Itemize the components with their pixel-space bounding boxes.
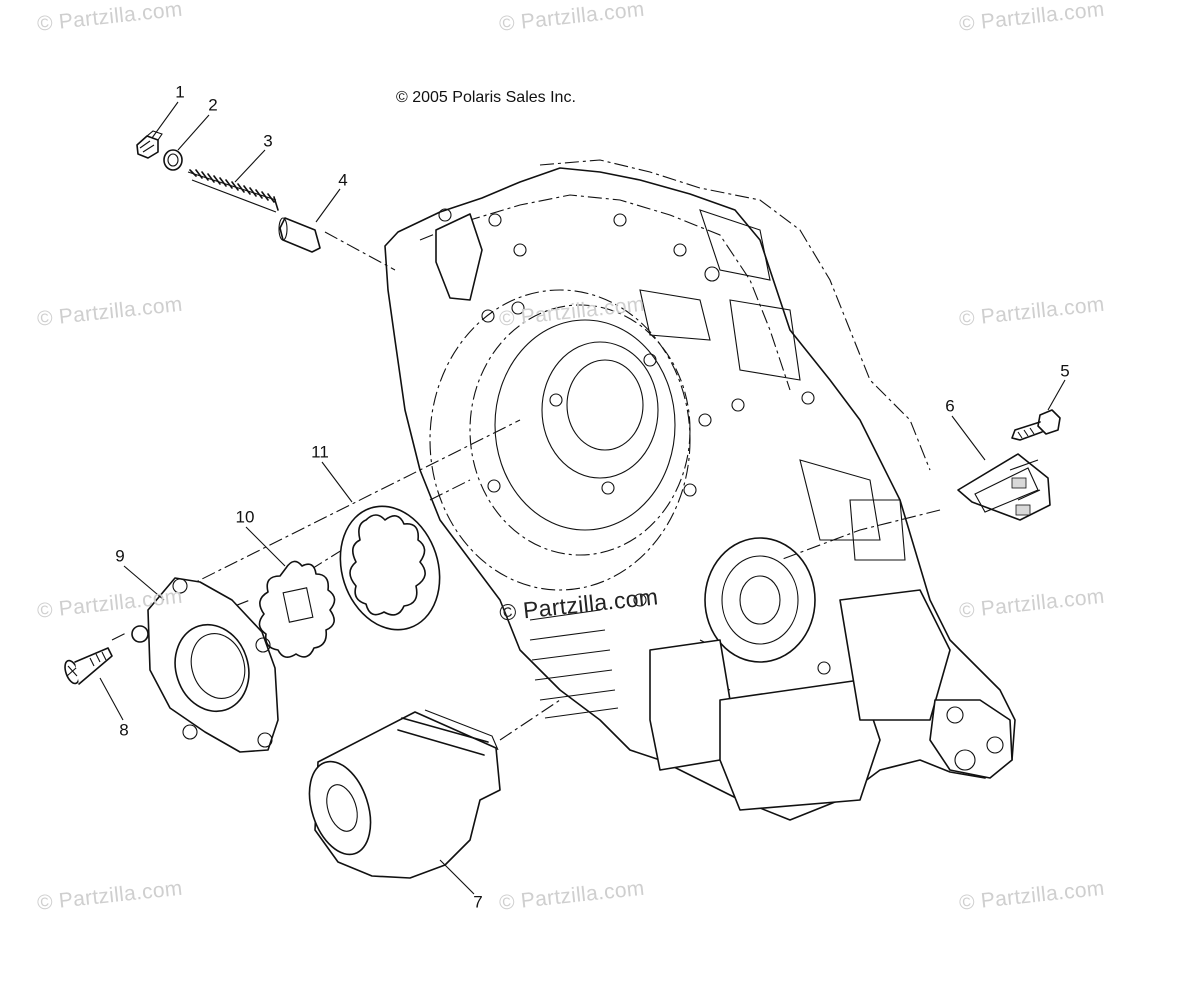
part-11-outer-rotor [339,505,441,631]
callout-5: 5 [1060,361,1070,381]
callout-6: 6 [945,396,955,416]
part-5-bolt [1011,409,1061,441]
callout-7: 7 [473,892,483,912]
callout-1: 1 [175,82,185,102]
callout-2: 2 [208,95,218,115]
callout-3: 3 [263,131,273,151]
callout-leaders [99,101,1066,895]
callout-11: 11 [311,442,329,462]
part-8-screw [64,647,113,685]
copyright-notice: © 2005 Polaris Sales Inc. [396,89,576,106]
part-9-tab [131,625,149,643]
part-3-spring [187,169,279,213]
callout-8: 8 [119,720,129,740]
part-4-relief-valve [278,217,321,253]
part-6-cover-plate [957,453,1051,521]
part-7-oil-filter [308,709,501,879]
callout-4: 4 [338,170,348,190]
part-1-plug [136,130,163,159]
crankcase [384,159,1016,821]
callout-9: 9 [115,546,125,566]
part-10-inner-rotor [258,560,336,658]
callout-10: 10 [235,507,255,527]
part-9-pump-cover [147,577,279,753]
part-2-washer [163,149,183,171]
